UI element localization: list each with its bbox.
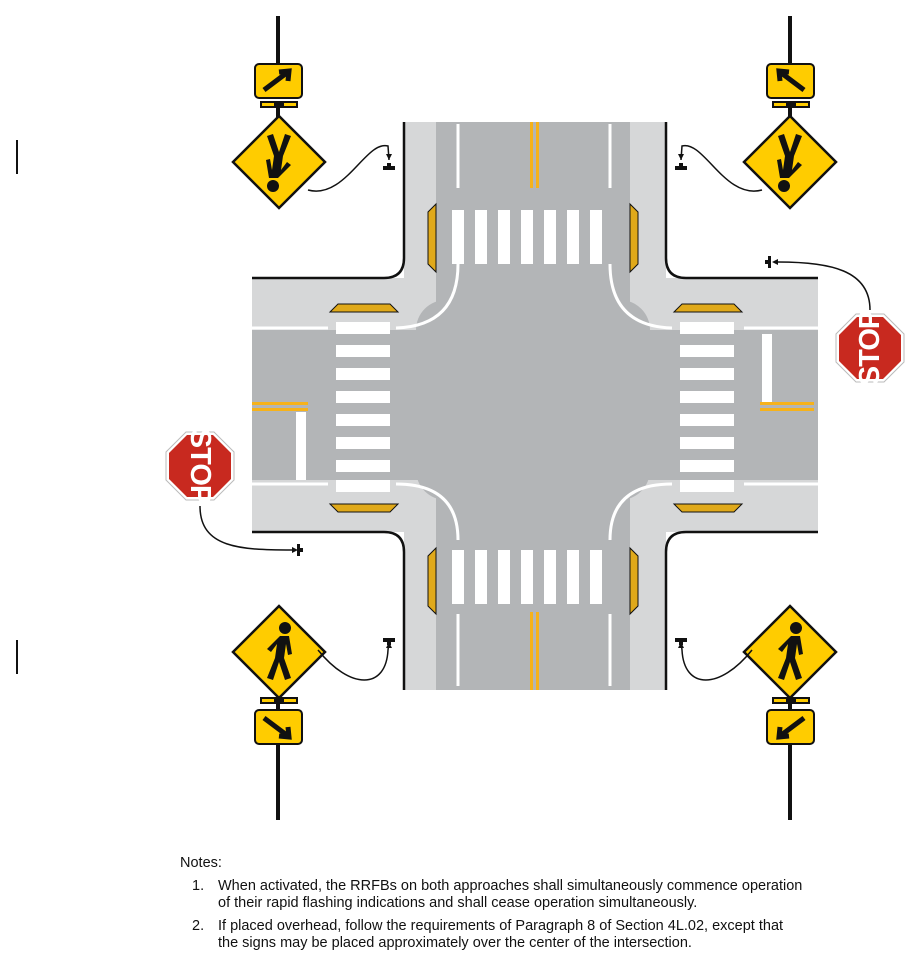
sign-assembly-se (675, 604, 838, 820)
curb-lines (252, 122, 818, 690)
stop-sign-left-label: STOP (184, 429, 216, 504)
diagonal-arrow-plaque-icon (254, 709, 303, 745)
rrfb-light-bar-icon (772, 697, 810, 704)
margin-bars (16, 140, 18, 674)
stop-sign-left: STOP (165, 429, 303, 556)
crosswalk-east (680, 322, 734, 492)
detector-icon (297, 544, 300, 556)
leader-line (307, 145, 390, 192)
rrfb-light-bar-icon (260, 697, 298, 704)
edge-lines (252, 124, 818, 686)
rrfb-light-bar-icon (772, 101, 810, 108)
note-line: When activated, the RRFBs on both approa… (218, 878, 803, 894)
stop-sign-icon (835, 313, 905, 383)
pedestrian-crossing-sign-icon (742, 114, 838, 210)
leader-line (680, 145, 763, 192)
note-number: 2. (192, 918, 205, 934)
sign-assembly-nw (231, 16, 395, 210)
pedestrian-crossing-sign-icon (231, 604, 327, 700)
sign-assembly-ne (675, 16, 838, 210)
crosswalk-south (452, 550, 602, 604)
pedestrian-crossing-sign-icon (231, 114, 327, 210)
push-button-icon (383, 638, 395, 645)
stop-sign-right: STOP (765, 256, 905, 385)
leader-line (199, 505, 293, 551)
leader-line (680, 641, 753, 681)
detector-icon (768, 256, 771, 268)
tactile-warning-pads (328, 202, 744, 616)
push-button-icon (675, 163, 687, 170)
note-number: 1. (192, 878, 205, 894)
intersection-diagram: STOP STOP (16, 16, 905, 820)
notes-section: Notes: 1. When activated, the RRFBs on b… (180, 855, 900, 958)
note-item: 1. When activated, the RRFBs on both app… (180, 878, 900, 912)
note-line: of their rapid flashing indications and … (218, 895, 698, 911)
push-button-icon (675, 638, 687, 645)
leader-line (777, 261, 871, 311)
stop-sign-icon (165, 431, 235, 501)
crosswalk-west (336, 322, 390, 492)
stop-sign-right-label: STOP (854, 310, 886, 385)
sign-assembly-sw (231, 604, 395, 820)
rrfb-light-bar-icon (260, 101, 298, 108)
diagonal-arrow-plaque-icon (766, 63, 815, 99)
diagonal-arrow-plaque-icon (766, 709, 815, 745)
diagonal-arrow-plaque-icon (254, 63, 303, 99)
leader-line (317, 641, 390, 681)
pavement (252, 122, 818, 690)
note-line: the signs may be placed approximately ov… (218, 935, 692, 951)
stop-bars (296, 334, 772, 480)
push-button-icon (383, 163, 395, 170)
note-line: If placed overhead, follow the requireme… (218, 918, 784, 934)
pedestrian-crossing-sign-icon (742, 604, 838, 700)
note-item: 2. If placed overhead, follow the requir… (180, 918, 900, 952)
notes-title: Notes: (180, 855, 222, 871)
crosswalk-north (452, 210, 602, 264)
center-lines (252, 122, 814, 690)
